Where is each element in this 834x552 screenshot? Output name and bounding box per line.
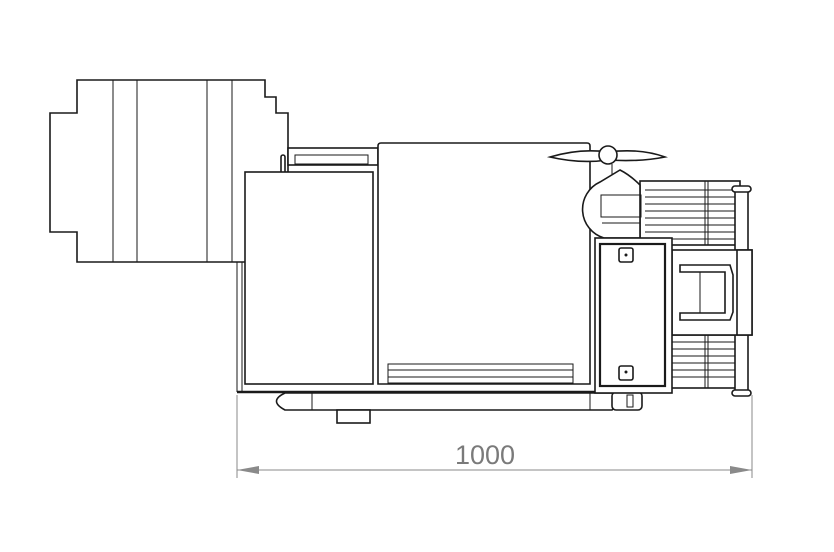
dimension-label: 1000	[454, 440, 516, 470]
fan-grille	[639, 180, 753, 397]
arrow-left-icon	[237, 466, 259, 474]
base-rail	[237, 390, 672, 424]
left-cabinet	[236, 147, 379, 392]
detail-circle	[581, 169, 642, 239]
propeller	[546, 145, 668, 178]
dimension-line	[236, 395, 753, 478]
control-box	[594, 237, 673, 394]
central-housing	[377, 142, 591, 385]
arrow-right-icon	[730, 466, 752, 474]
